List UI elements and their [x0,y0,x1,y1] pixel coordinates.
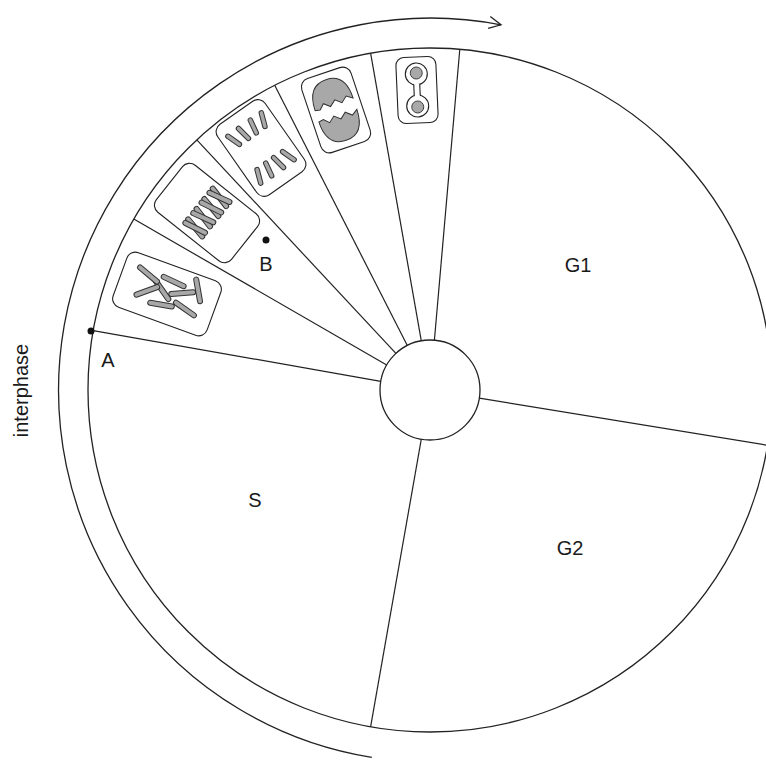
cytokinesis-cell [396,56,439,124]
telophase-cell [299,65,373,155]
point-dot [263,237,270,244]
phase-label: G2 [557,537,584,560]
arrow-head [488,17,501,29]
point-label: B [259,253,272,276]
phase-label: S [248,489,261,512]
cycle-circle [88,48,766,732]
phase-label: G1 [565,254,592,277]
point-label: A [101,349,114,372]
anaphase-cell [213,96,310,200]
sector-lines [93,49,766,727]
point-dot [88,328,95,335]
prophase-cell [110,250,224,339]
interphase-arrow [59,18,501,757]
centre-circle [380,340,480,440]
phase-label: interphase [11,343,34,436]
